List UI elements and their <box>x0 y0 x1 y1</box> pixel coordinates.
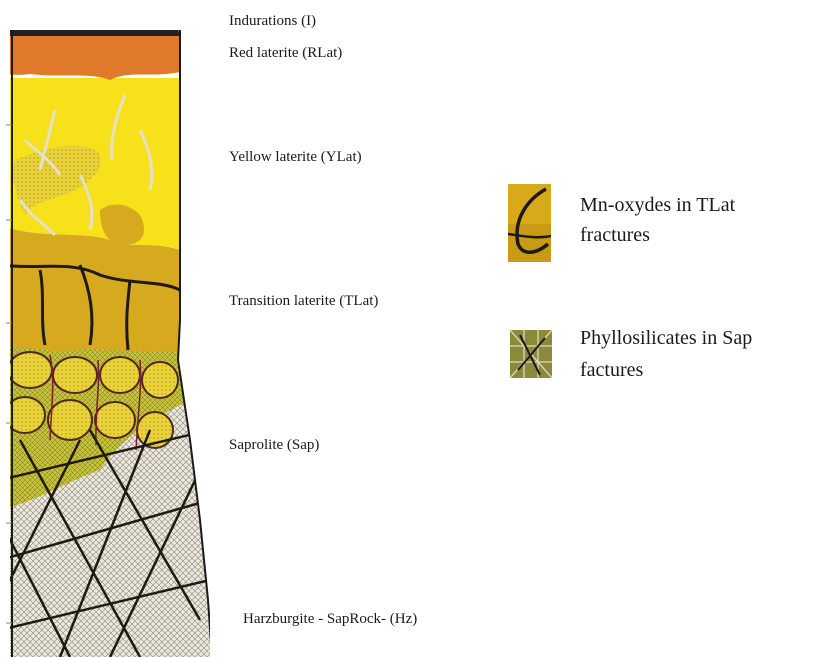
label-red-laterite: Red laterite (RLat) <box>229 44 342 62</box>
legend-phyllosilicates-line1: Phyllosilicates in Sap <box>580 325 752 351</box>
label-indurations: Indurations (I) <box>229 12 316 30</box>
legend-phyllosilicates-line2: factures <box>580 357 643 383</box>
label-yellow-laterite: Yellow laterite (YLat) <box>229 148 362 166</box>
legend-mn-oxydes-line1: Mn-oxydes in TLat <box>580 192 820 218</box>
label-saprolite: Saprolite (Sap) <box>229 436 319 454</box>
laterite-profile-column <box>0 0 210 657</box>
red-laterite-layer <box>0 35 180 80</box>
phyllosilicates-swatch-icon <box>510 330 552 378</box>
mn-oxydes-swatch-icon <box>508 184 551 262</box>
label-transition-laterite: Transition laterite (TLat) <box>229 292 378 310</box>
label-harzburgite: Harzburgite - SapRock- (Hz) <box>243 610 417 628</box>
legend-mn-oxydes-line2: fractures <box>580 222 650 248</box>
induration-layer <box>10 22 180 36</box>
